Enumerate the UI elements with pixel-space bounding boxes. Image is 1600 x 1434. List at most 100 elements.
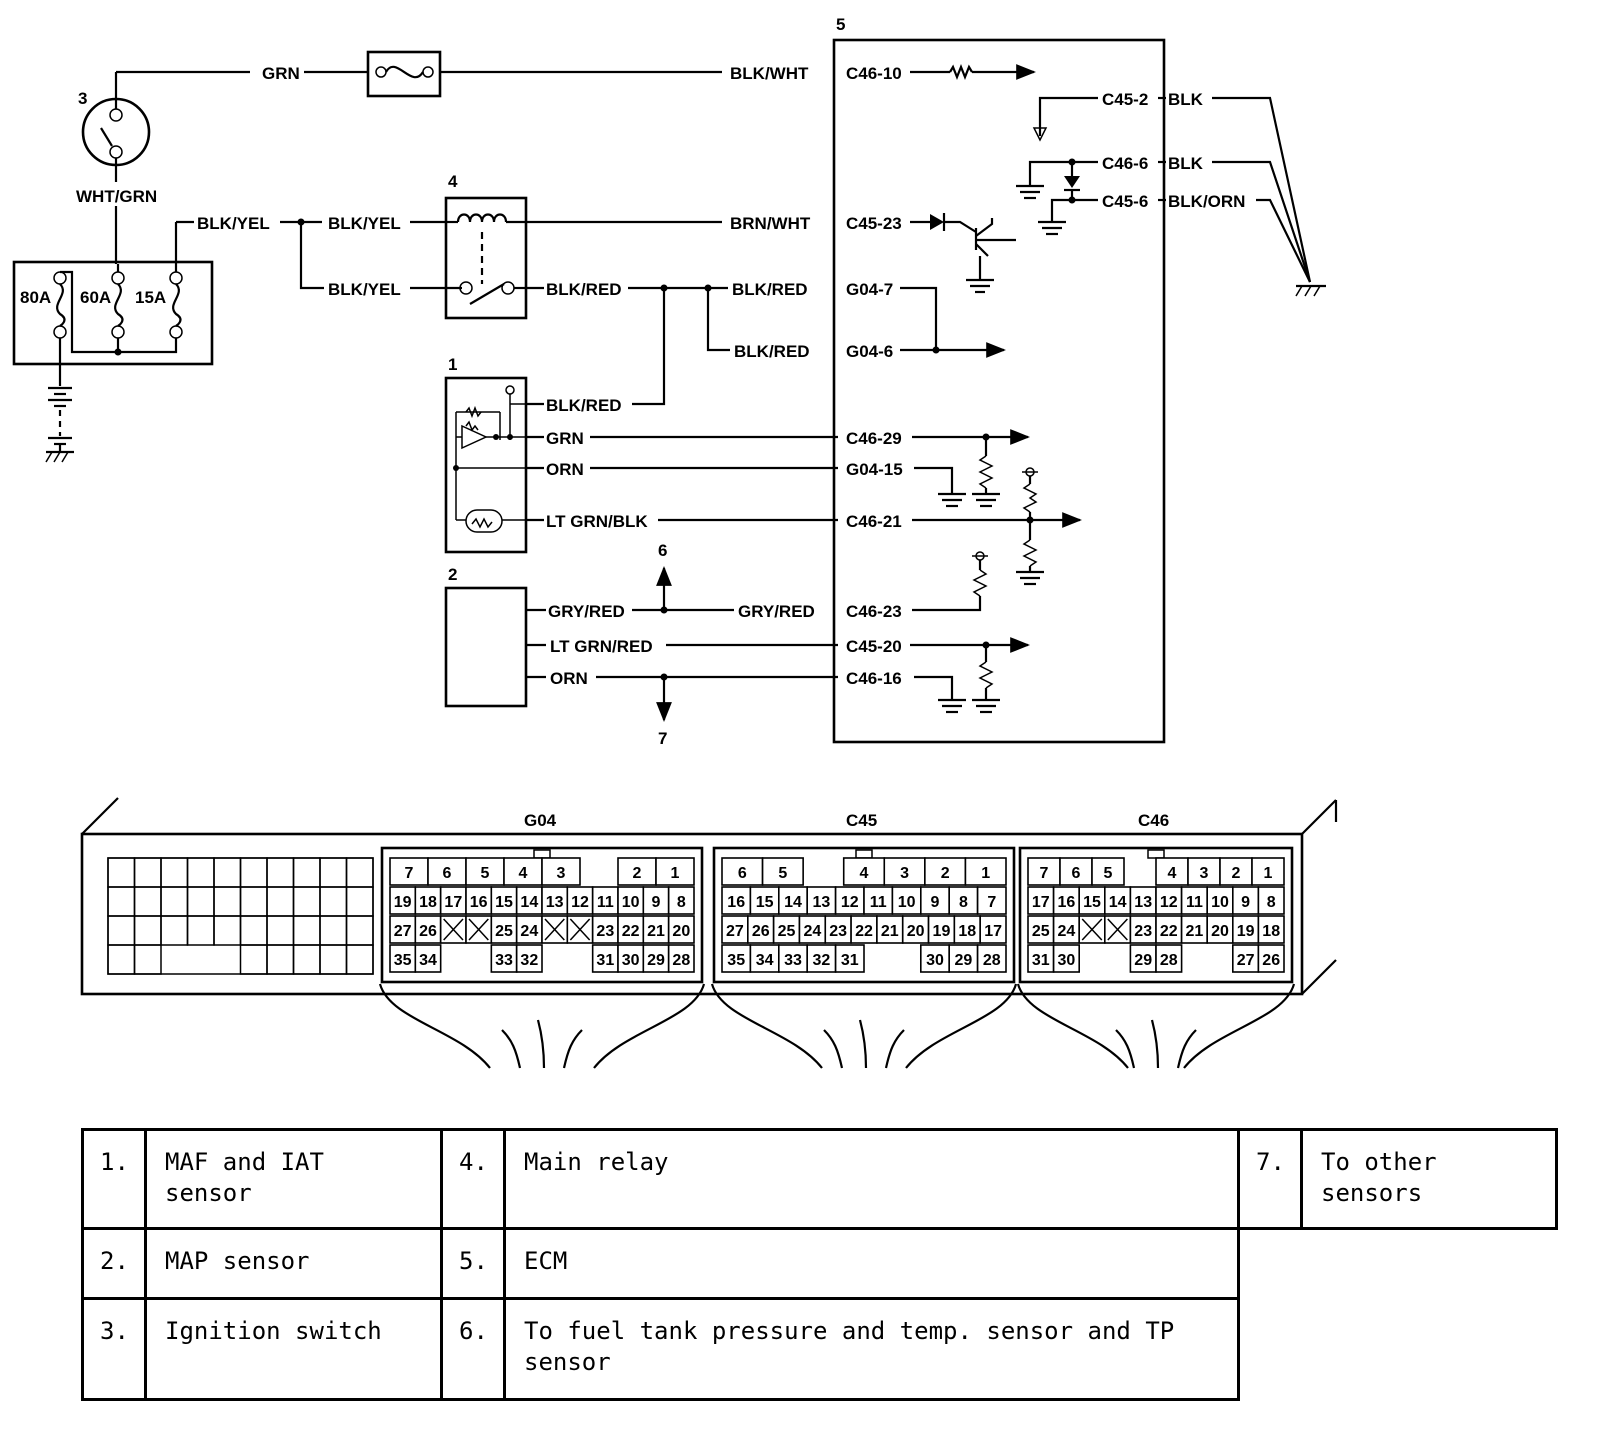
pin-g04-15: G04-15 — [846, 460, 903, 479]
pin-number: 26 — [419, 923, 437, 940]
pin-number: 19 — [394, 894, 412, 911]
fuse-15a-label: 15A — [135, 288, 166, 307]
pin-number: 5 — [1104, 865, 1113, 882]
pin-cavity — [806, 944, 837, 973]
legend-text-1: MAF and IAT sensor — [144, 1128, 443, 1230]
pin-number: 12 — [841, 894, 859, 911]
pin-cavity — [798, 915, 827, 944]
wire-label-blk-red-1: BLK/RED — [546, 280, 622, 299]
pin-number: 12 — [571, 894, 589, 911]
pin-number: 3 — [900, 865, 909, 882]
pin-cavity — [1251, 857, 1285, 886]
wire-label-lt-grn-red: LT GRN/RED — [550, 637, 653, 656]
pin-number: 31 — [1032, 952, 1050, 969]
pin-number: 17 — [444, 894, 462, 911]
wire-label-blk-red-2: BLK/RED — [732, 280, 808, 299]
pin-number: 6 — [738, 865, 747, 882]
pin-number: 2 — [941, 865, 950, 882]
blank-cavity — [266, 857, 295, 888]
blank-cavity — [107, 857, 136, 888]
wire-label-grn: GRN — [546, 429, 584, 448]
pin-cavity — [1091, 857, 1125, 886]
blank-cavity — [133, 944, 162, 975]
wire-label-gry-red-2: GRY/RED — [738, 602, 815, 621]
wire-label-wht-grn: WHT/GRN — [76, 187, 157, 206]
pin-c46-16: C46-16 — [846, 669, 902, 688]
pin-number: 19 — [1237, 923, 1255, 940]
blank-cavity — [133, 886, 162, 917]
pin-cavity — [1257, 886, 1285, 915]
pin-number: 29 — [647, 952, 665, 969]
pin-number: 32 — [520, 952, 538, 969]
pin-number: 10 — [1211, 894, 1229, 911]
blank-cavity — [133, 857, 162, 888]
pin-cavity — [490, 886, 518, 915]
pin-number: 4 — [1168, 865, 1177, 882]
pin-cavity — [617, 886, 645, 915]
pin-number: 35 — [394, 952, 412, 969]
pin-number: 33 — [495, 952, 513, 969]
battery-symbol — [45, 338, 74, 463]
legend-text-7: To other sensors — [1300, 1128, 1558, 1230]
pin-g04-7: G04-7 — [846, 280, 893, 299]
pin-number: 13 — [546, 894, 564, 911]
pin-cavity — [948, 944, 979, 973]
pin-number: 25 — [1032, 923, 1050, 940]
pin-c46-21: C46-21 — [846, 512, 902, 531]
legend-text-6: To fuel tank pressure and temp. sensor a… — [503, 1297, 1240, 1401]
blank-cavity — [319, 915, 348, 946]
pin-number: 32 — [813, 952, 831, 969]
blank-cavity — [266, 886, 295, 917]
pin-cavity — [515, 915, 543, 944]
pin-cavity — [414, 915, 442, 944]
pin-cavity — [414, 944, 442, 973]
pin-cavity — [541, 857, 581, 886]
pin-number: 16 — [727, 894, 745, 911]
pin-cavity — [667, 944, 695, 973]
legend-num-3: 3. — [81, 1297, 147, 1401]
pin-cavity — [824, 915, 852, 944]
pin-c46-10: C46-10 — [846, 64, 902, 83]
pin-number: 29 — [955, 952, 973, 969]
pin-number: 5 — [481, 865, 490, 882]
connector-name: C46 — [1138, 811, 1169, 830]
pin-number: 17 — [984, 923, 1002, 940]
pin-number: 13 — [813, 894, 831, 911]
pin-number: 8 — [959, 894, 968, 911]
pin-number: 21 — [1186, 923, 1204, 940]
pin-cavity — [541, 886, 569, 915]
inline-fuse — [366, 50, 442, 98]
pin-number: 4 — [519, 865, 528, 882]
pin-number: 35 — [727, 952, 745, 969]
wire-label-blk-yel-a: BLK/YEL — [197, 214, 270, 233]
pin-number: 1 — [1264, 865, 1273, 882]
blank-cavity — [292, 944, 321, 975]
blank-cavity — [266, 915, 295, 946]
label-4: 4 — [448, 172, 458, 191]
blank-cavity — [345, 944, 374, 975]
pin-cavity — [1155, 886, 1183, 915]
pin-number: 28 — [983, 952, 1001, 969]
pin-cavity — [850, 915, 878, 944]
pin-cavity — [389, 944, 417, 973]
pin-number: 15 — [756, 894, 774, 911]
pin-number: 26 — [1262, 952, 1280, 969]
blank-cavity — [213, 857, 242, 888]
pin-cavity — [777, 886, 808, 915]
pin-number: 20 — [907, 923, 925, 940]
legend-num-2: 2. — [81, 1227, 147, 1300]
pin-number: 17 — [1032, 894, 1050, 911]
wire-label-orn-1: ORN — [546, 460, 584, 479]
pin-c45-23: C45-23 — [846, 214, 902, 233]
fuse-80a-label: 80A — [20, 288, 51, 307]
pin-cavity — [1027, 857, 1061, 886]
pin-number: 9 — [652, 894, 661, 911]
pin-number: 9 — [1241, 894, 1250, 911]
wire-label-grn-top: GRN — [262, 64, 300, 83]
pin-number: 18 — [1262, 923, 1280, 940]
pin-c45-2: C45-2 — [1102, 90, 1148, 109]
